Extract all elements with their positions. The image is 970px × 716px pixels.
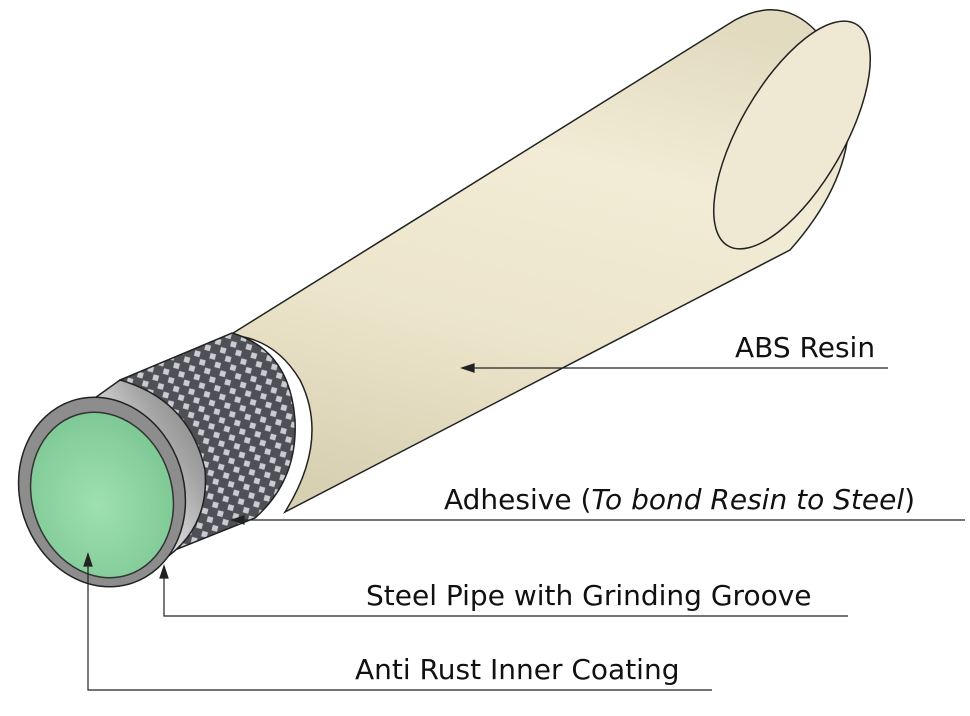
leader-inner-coating — [87, 554, 712, 691]
steel-pipe-label: Steel Pipe with Grinding Groove — [366, 579, 812, 612]
adhesive-label: Adhesive (To bond Resin to Steel) — [444, 486, 915, 514]
abs-resin-layer — [227, 9, 872, 514]
arrow-adhesive — [230, 515, 245, 525]
arrow-abs-resin — [460, 363, 475, 373]
adhesive-label-text: Adhesive ( — [444, 483, 592, 516]
adhesive-label-note: To bond Resin to Steel — [591, 483, 905, 516]
leader-steel-pipe — [163, 566, 848, 617]
arrow-steel-pipe — [159, 564, 169, 579]
arrow-inner-coating — [83, 552, 93, 567]
leader-lines — [83, 363, 965, 691]
adhesive-label-close: ) — [904, 483, 916, 516]
inner-coating-layer — [29, 411, 175, 579]
inner-coating-label: Anti Rust Inner Coating — [355, 653, 680, 686]
abs-resin-label: ABS Resin — [735, 331, 876, 364]
